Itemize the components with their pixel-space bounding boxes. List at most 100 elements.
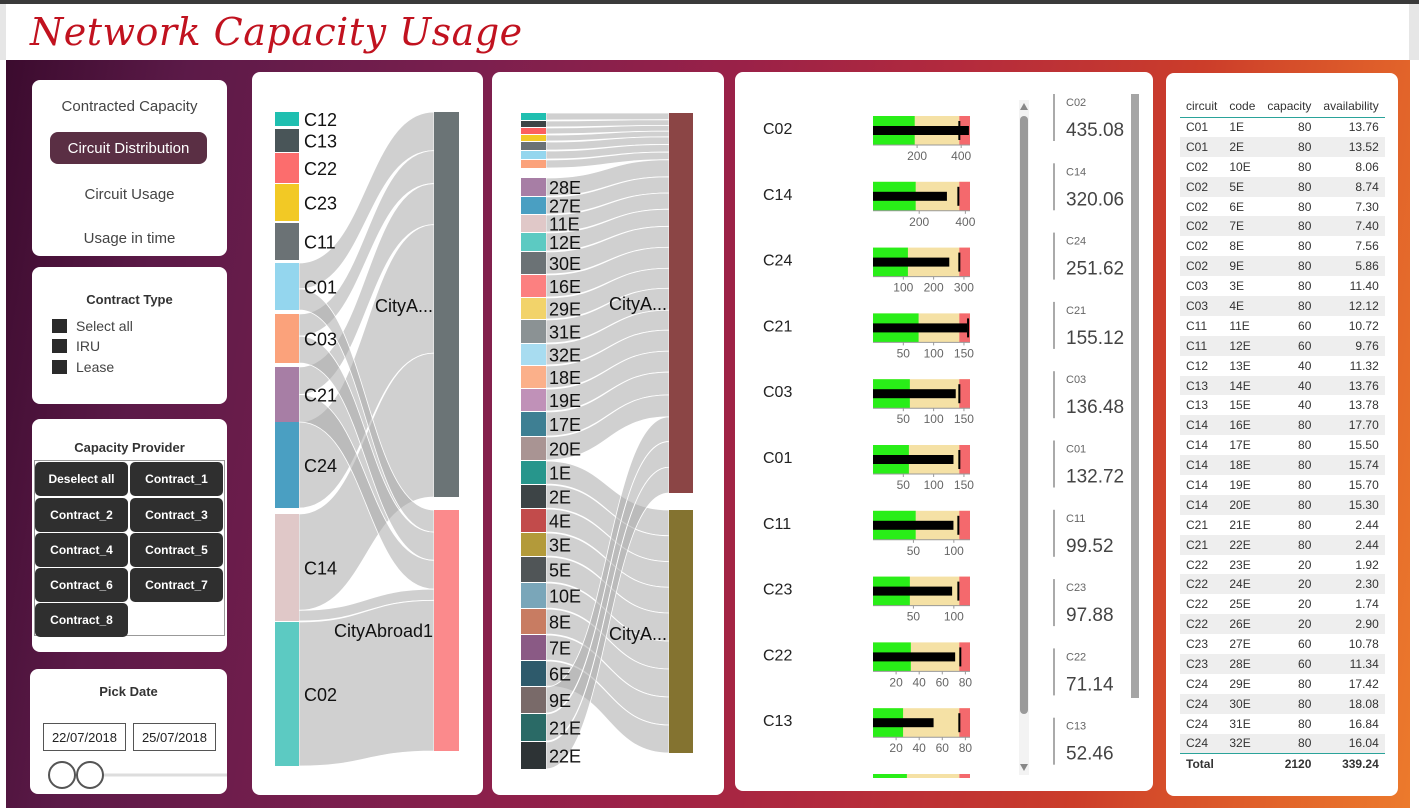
sankey-flow[interactable] — [545, 112, 670, 121]
header-availability[interactable]: availability — [1323, 98, 1379, 113]
sankey-code-node[interactable] — [521, 178, 546, 196]
checkbox[interactable] — [52, 339, 67, 353]
contract-8-button[interactable]: Contract_8 — [35, 603, 128, 637]
sankey-code-node[interactable] — [521, 275, 546, 297]
sankey-code-node[interactable] — [521, 742, 546, 769]
scroll-up-icon[interactable] — [1020, 103, 1028, 110]
sankey-code-node[interactable] — [521, 252, 546, 274]
sankey-code-node[interactable] — [521, 509, 546, 532]
sankey-code-node[interactable] — [521, 557, 546, 582]
checkbox[interactable] — [52, 319, 67, 333]
sankey-source-node[interactable] — [275, 314, 299, 363]
nav-circuit-usage[interactable]: Circuit Usage — [84, 186, 175, 203]
slider-handle-start[interactable] — [48, 761, 76, 789]
sankey-code-node[interactable] — [521, 298, 546, 319]
sankey-code-node[interactable] — [521, 389, 546, 411]
sankey-source-node[interactable] — [275, 367, 299, 422]
sankey-source-node[interactable] — [275, 153, 299, 183]
sankey-source-node[interactable] — [275, 422, 299, 508]
sankey-target-node[interactable] — [434, 112, 459, 497]
contract-4-button[interactable]: Contract_4 — [35, 533, 128, 567]
sankey-source-node[interactable] — [275, 129, 299, 152]
sankey-code-node[interactable] — [521, 412, 546, 436]
sankey-code-node[interactable] — [521, 366, 546, 388]
sankey-code-node[interactable] — [521, 233, 546, 251]
sankey-code-node[interactable] — [521, 215, 546, 232]
sankey-code-node[interactable] — [521, 583, 546, 608]
slicer-option-lease[interactable]: Lease — [52, 359, 114, 375]
sankey-target-node[interactable] — [669, 113, 693, 493]
cards-scrollbar[interactable] — [1131, 94, 1139, 698]
sankey-code-node[interactable] — [521, 160, 546, 168]
sankey-code-node[interactable] — [521, 151, 546, 159]
deselect-all-button[interactable]: Deselect all — [35, 462, 128, 496]
scroll-down-icon[interactable] — [1020, 764, 1028, 771]
header-capacity[interactable]: capacity — [1267, 98, 1312, 113]
sankey-code-node[interactable] — [521, 533, 546, 556]
sankey-code-node[interactable] — [521, 609, 546, 634]
sankey-target-node[interactable] — [434, 510, 459, 751]
sankey-code-node[interactable] — [521, 714, 546, 741]
sankey-code-node[interactable] — [521, 320, 546, 343]
sankey-code-node[interactable] — [521, 461, 546, 484]
contract-2-button[interactable]: Contract_2 — [35, 498, 128, 532]
sankey-code-node[interactable] — [521, 344, 546, 365]
start-date-input[interactable]: 22/07/2018 — [43, 723, 126, 751]
sankey-code-node[interactable] — [521, 687, 546, 713]
header-circuit[interactable]: circuit — [1186, 98, 1218, 113]
sankey-source-node[interactable] — [275, 223, 299, 260]
sankey-code-node[interactable] — [521, 437, 546, 460]
sankey-source-node[interactable] — [275, 622, 299, 766]
nav-usage-in-time[interactable]: Usage in time — [83, 230, 176, 247]
sankey-code-node[interactable] — [521, 121, 546, 127]
sankey-code-node[interactable] — [521, 135, 546, 141]
slicer-option-iru[interactable]: IRU — [52, 338, 100, 354]
slicer-option-select-all[interactable]: Select all — [52, 318, 133, 334]
sankey-code-node[interactable] — [521, 661, 546, 686]
contract-5-button[interactable]: Contract_5 — [130, 533, 223, 567]
sankey-source-node[interactable] — [275, 514, 299, 621]
date-range-slider[interactable] — [30, 757, 227, 797]
end-date-input[interactable]: 25/07/2018 — [133, 723, 216, 751]
checkbox[interactable] — [52, 360, 67, 374]
sankey-code-node[interactable] — [521, 197, 546, 214]
contract-3-button[interactable]: Contract_3 — [130, 498, 223, 532]
contract-1-button[interactable]: Contract_1 — [130, 462, 223, 496]
sankey-code-node[interactable] — [521, 142, 546, 150]
bullet-scrollbar[interactable] — [1015, 72, 1035, 791]
sankey-code-node[interactable] — [521, 485, 546, 508]
sankey-target-node[interactable] — [669, 510, 693, 753]
sankey-source-node[interactable] — [275, 263, 299, 310]
header-code[interactable]: code — [1229, 98, 1256, 113]
slider-handle-end[interactable] — [76, 761, 104, 789]
sankey-code-node[interactable] — [521, 113, 546, 120]
contract-6-button[interactable]: Contract_6 — [35, 568, 128, 602]
nav-contracted-capacity[interactable]: Contracted Capacity — [61, 98, 198, 115]
sankey-code-node[interactable] — [521, 128, 546, 134]
sankey-code-node[interactable] — [521, 635, 546, 660]
scrollbar-thumb[interactable] — [1020, 116, 1028, 714]
contract-7-button[interactable]: Contract_7 — [130, 568, 223, 602]
sankey-source-node[interactable] — [275, 184, 299, 221]
nav-circuit-distribution[interactable]: Circuit Distribution — [50, 132, 207, 164]
